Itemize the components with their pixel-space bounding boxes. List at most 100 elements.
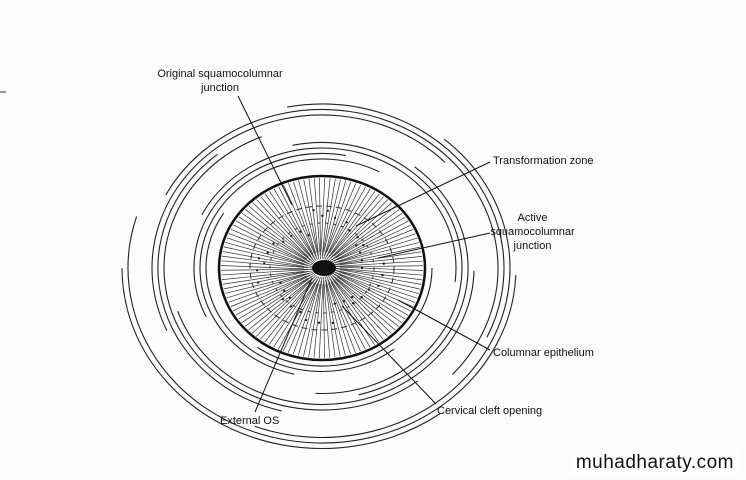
striation-line — [339, 269, 422, 285]
fold-arc — [121, 268, 441, 450]
fold-arc — [177, 270, 475, 406]
striation-line — [222, 251, 305, 267]
striation-line — [331, 269, 421, 290]
striation-line — [221, 265, 305, 270]
fold-arc — [201, 147, 457, 283]
striation-line — [333, 224, 411, 262]
fold-arc — [254, 138, 511, 439]
external-os — [312, 260, 336, 276]
gland-dot — [281, 297, 285, 301]
striation-line — [260, 196, 313, 259]
gland-dot — [326, 209, 329, 213]
striation-line — [326, 275, 361, 352]
gland-dot — [360, 259, 364, 262]
striation-line — [298, 180, 320, 260]
label-line: junction — [513, 240, 552, 252]
fold-arc — [287, 103, 505, 338]
striation-line — [323, 180, 347, 260]
striation-line — [256, 199, 316, 262]
striation-line — [233, 274, 311, 312]
watermark: muhadharaty.com — [569, 450, 740, 476]
striation-line — [273, 282, 315, 348]
gland-dot — [299, 230, 302, 233]
fold-arc — [205, 212, 395, 373]
gland-dot — [266, 251, 269, 255]
striation-line — [323, 179, 341, 252]
striation-line — [238, 277, 309, 320]
transformation-zone-ring — [249, 205, 395, 331]
gland-dot — [355, 244, 358, 247]
gland-dot — [257, 257, 261, 260]
gland-dot — [367, 288, 371, 291]
gland-dot — [345, 221, 348, 224]
striation-line — [226, 272, 310, 299]
striation-line — [331, 267, 423, 276]
striation-line — [335, 265, 423, 268]
leader-external-os — [254, 277, 313, 413]
striation-line — [308, 178, 319, 253]
gland-openings — [255, 208, 385, 325]
gland-dot — [288, 296, 292, 300]
gland-dot — [272, 242, 275, 245]
fold-arc — [165, 108, 499, 375]
gland-dot — [333, 216, 337, 220]
striation-line — [292, 280, 320, 355]
striation-line — [241, 212, 308, 260]
striation-line — [331, 246, 421, 266]
striation-line — [223, 246, 313, 267]
striation-line — [283, 184, 318, 261]
striation-line — [337, 229, 414, 261]
gland-dot — [377, 284, 380, 288]
striation-line — [221, 260, 313, 269]
leader-active-junction — [377, 232, 491, 259]
striation-line — [221, 271, 305, 280]
striation-line — [268, 275, 318, 345]
gland-dot — [350, 295, 354, 299]
label-external-os: External OS — [220, 415, 280, 427]
active-junction-ring — [269, 222, 375, 314]
gland-dot — [256, 281, 260, 284]
striation-line — [332, 213, 403, 260]
gland-dot — [360, 266, 364, 270]
striation-line — [335, 278, 392, 334]
fold-arc — [358, 166, 469, 396]
striation-line — [325, 283, 336, 358]
gland-dot — [299, 310, 302, 314]
striation-line — [308, 280, 322, 358]
fold-arc — [292, 141, 463, 395]
striation-line — [330, 233, 416, 265]
striation-line — [303, 284, 321, 357]
striation-line — [282, 276, 320, 352]
striation-line — [323, 276, 331, 358]
striation-line — [327, 279, 356, 354]
gland-dot — [312, 208, 315, 212]
striation-line — [226, 237, 305, 265]
striation-line — [329, 273, 399, 327]
striation-line — [335, 216, 406, 259]
striation-line — [324, 184, 362, 260]
striation-line — [256, 275, 317, 337]
striation-line — [228, 233, 313, 266]
striation-line — [221, 255, 309, 268]
fold-arc — [256, 267, 433, 367]
striation-line — [323, 280, 325, 358]
striation-line — [330, 202, 392, 259]
striation-line — [233, 224, 306, 262]
fold-arc — [151, 114, 446, 331]
fold-arc — [157, 154, 282, 412]
striation-line — [252, 277, 314, 334]
gland-dot — [321, 214, 324, 218]
striation-line — [328, 283, 351, 355]
gland-dot — [362, 243, 365, 247]
striation-line — [260, 281, 313, 340]
striation-line — [303, 179, 319, 256]
leader-cervical-cleft — [341, 305, 437, 405]
striation-line — [297, 276, 321, 356]
striation-line — [325, 280, 341, 357]
gland-dot — [331, 321, 334, 325]
gland-dot — [382, 262, 385, 265]
striation-line — [223, 270, 313, 290]
striation-line — [329, 278, 371, 348]
leader-original-junction — [237, 95, 293, 206]
striation-line — [319, 178, 321, 256]
